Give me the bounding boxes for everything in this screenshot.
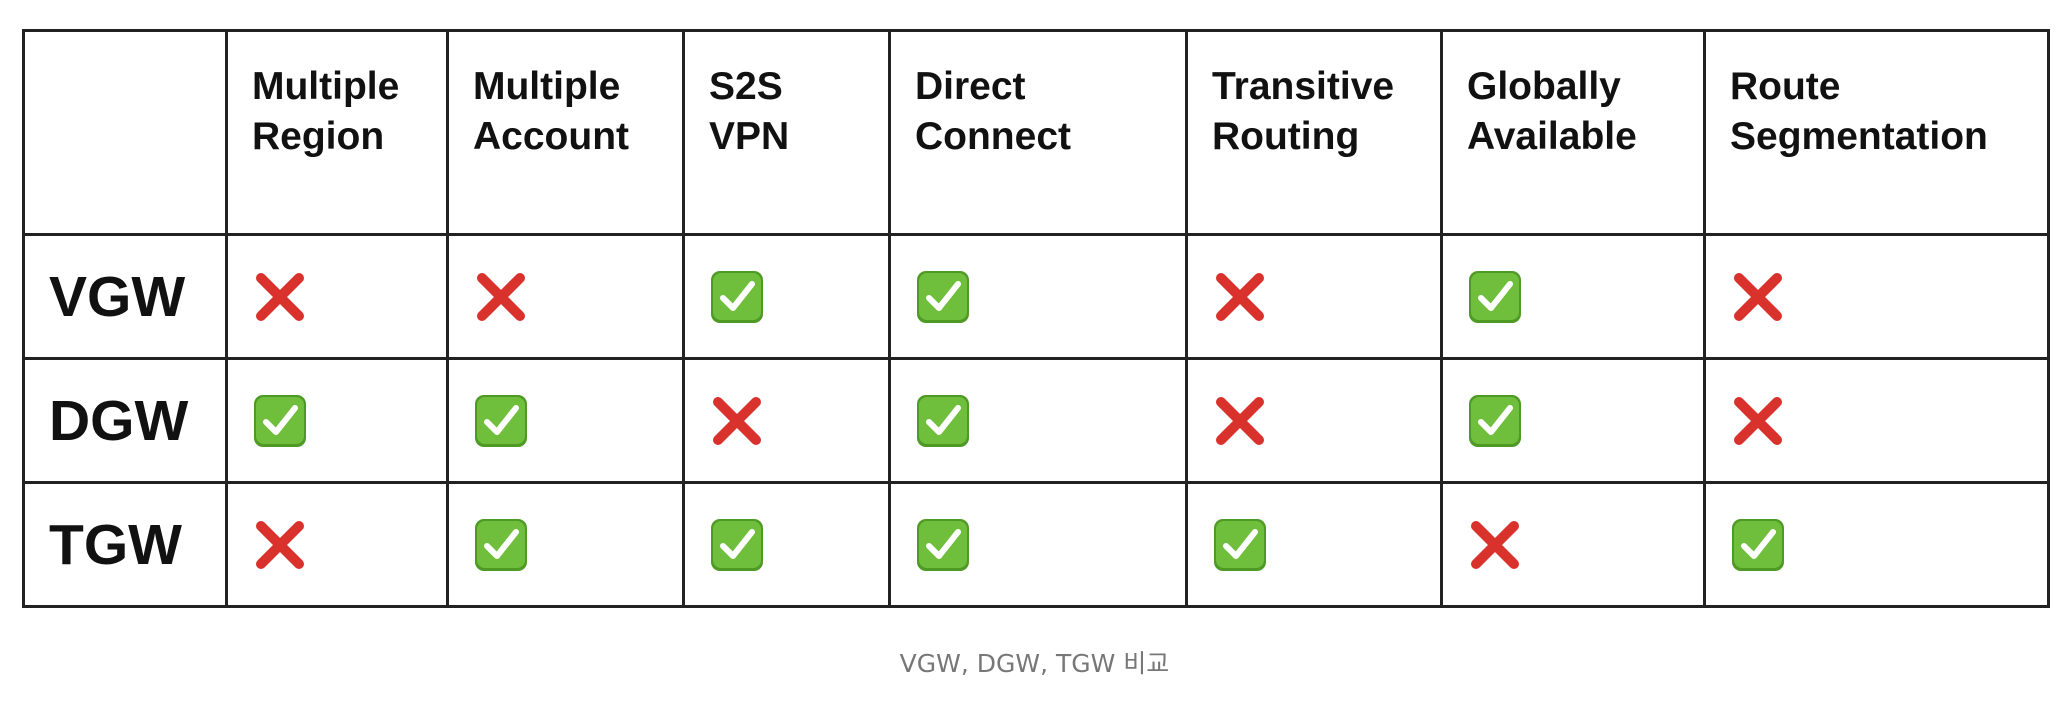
table-cell [446, 233, 685, 360]
check-mark-icon [473, 517, 529, 573]
cross-mark-icon [252, 517, 308, 573]
check-mark-icon [1212, 517, 1268, 573]
header-cell: S2S VPN [682, 29, 891, 236]
table-cell [1703, 357, 2050, 484]
row-label: TGW [22, 481, 228, 608]
header-cell: Direct Connect [888, 29, 1188, 236]
table-cell [446, 357, 685, 484]
check-mark-icon [915, 517, 971, 573]
table-cell [225, 357, 449, 484]
table-cell [1703, 481, 2050, 608]
table-cell [1440, 357, 1706, 484]
header-cell: Transitive Routing [1185, 29, 1443, 236]
cross-mark-icon [1212, 269, 1268, 325]
table-row: VGW [22, 233, 2050, 360]
check-mark-icon [252, 393, 308, 449]
cross-mark-icon [473, 269, 529, 325]
check-mark-icon [915, 269, 971, 325]
table-cell [682, 357, 891, 484]
table-cell [682, 233, 891, 360]
table-cell [1440, 233, 1706, 360]
table-cell [1703, 233, 2050, 360]
header-cell: Multiple Region [225, 29, 449, 236]
header-cell: Route Segmentation [1703, 29, 2050, 236]
check-mark-icon [1467, 269, 1523, 325]
cross-mark-icon [709, 393, 765, 449]
cross-mark-icon [252, 269, 308, 325]
check-mark-icon [1467, 393, 1523, 449]
row-label: VGW [22, 233, 228, 360]
table-row: TGW [22, 481, 2050, 608]
table-cell [888, 233, 1188, 360]
table-cell [1440, 481, 1706, 608]
table-cell [1185, 357, 1443, 484]
check-mark-icon [473, 393, 529, 449]
table-cell [1185, 481, 1443, 608]
table-cell [682, 481, 891, 608]
table-cell [888, 481, 1188, 608]
check-mark-icon [709, 269, 765, 325]
cross-mark-icon [1730, 269, 1786, 325]
cross-mark-icon [1730, 393, 1786, 449]
table-cell [225, 233, 449, 360]
check-mark-icon [1730, 517, 1786, 573]
cross-mark-icon [1212, 393, 1268, 449]
cross-mark-icon [1467, 517, 1523, 573]
table-cell [225, 481, 449, 608]
table-cell [1185, 233, 1443, 360]
table-caption: VGW, DGW, TGW 비교 [899, 649, 1170, 678]
check-mark-icon [915, 393, 971, 449]
header-cell: Multiple Account [446, 29, 685, 236]
table-cell [446, 481, 685, 608]
table-row: DGW [22, 357, 2050, 484]
table-cell [888, 357, 1188, 484]
header-cell-empty [22, 29, 228, 236]
row-label: DGW [22, 357, 228, 484]
header-cell: Globally Available [1440, 29, 1706, 236]
check-mark-icon [709, 517, 765, 573]
